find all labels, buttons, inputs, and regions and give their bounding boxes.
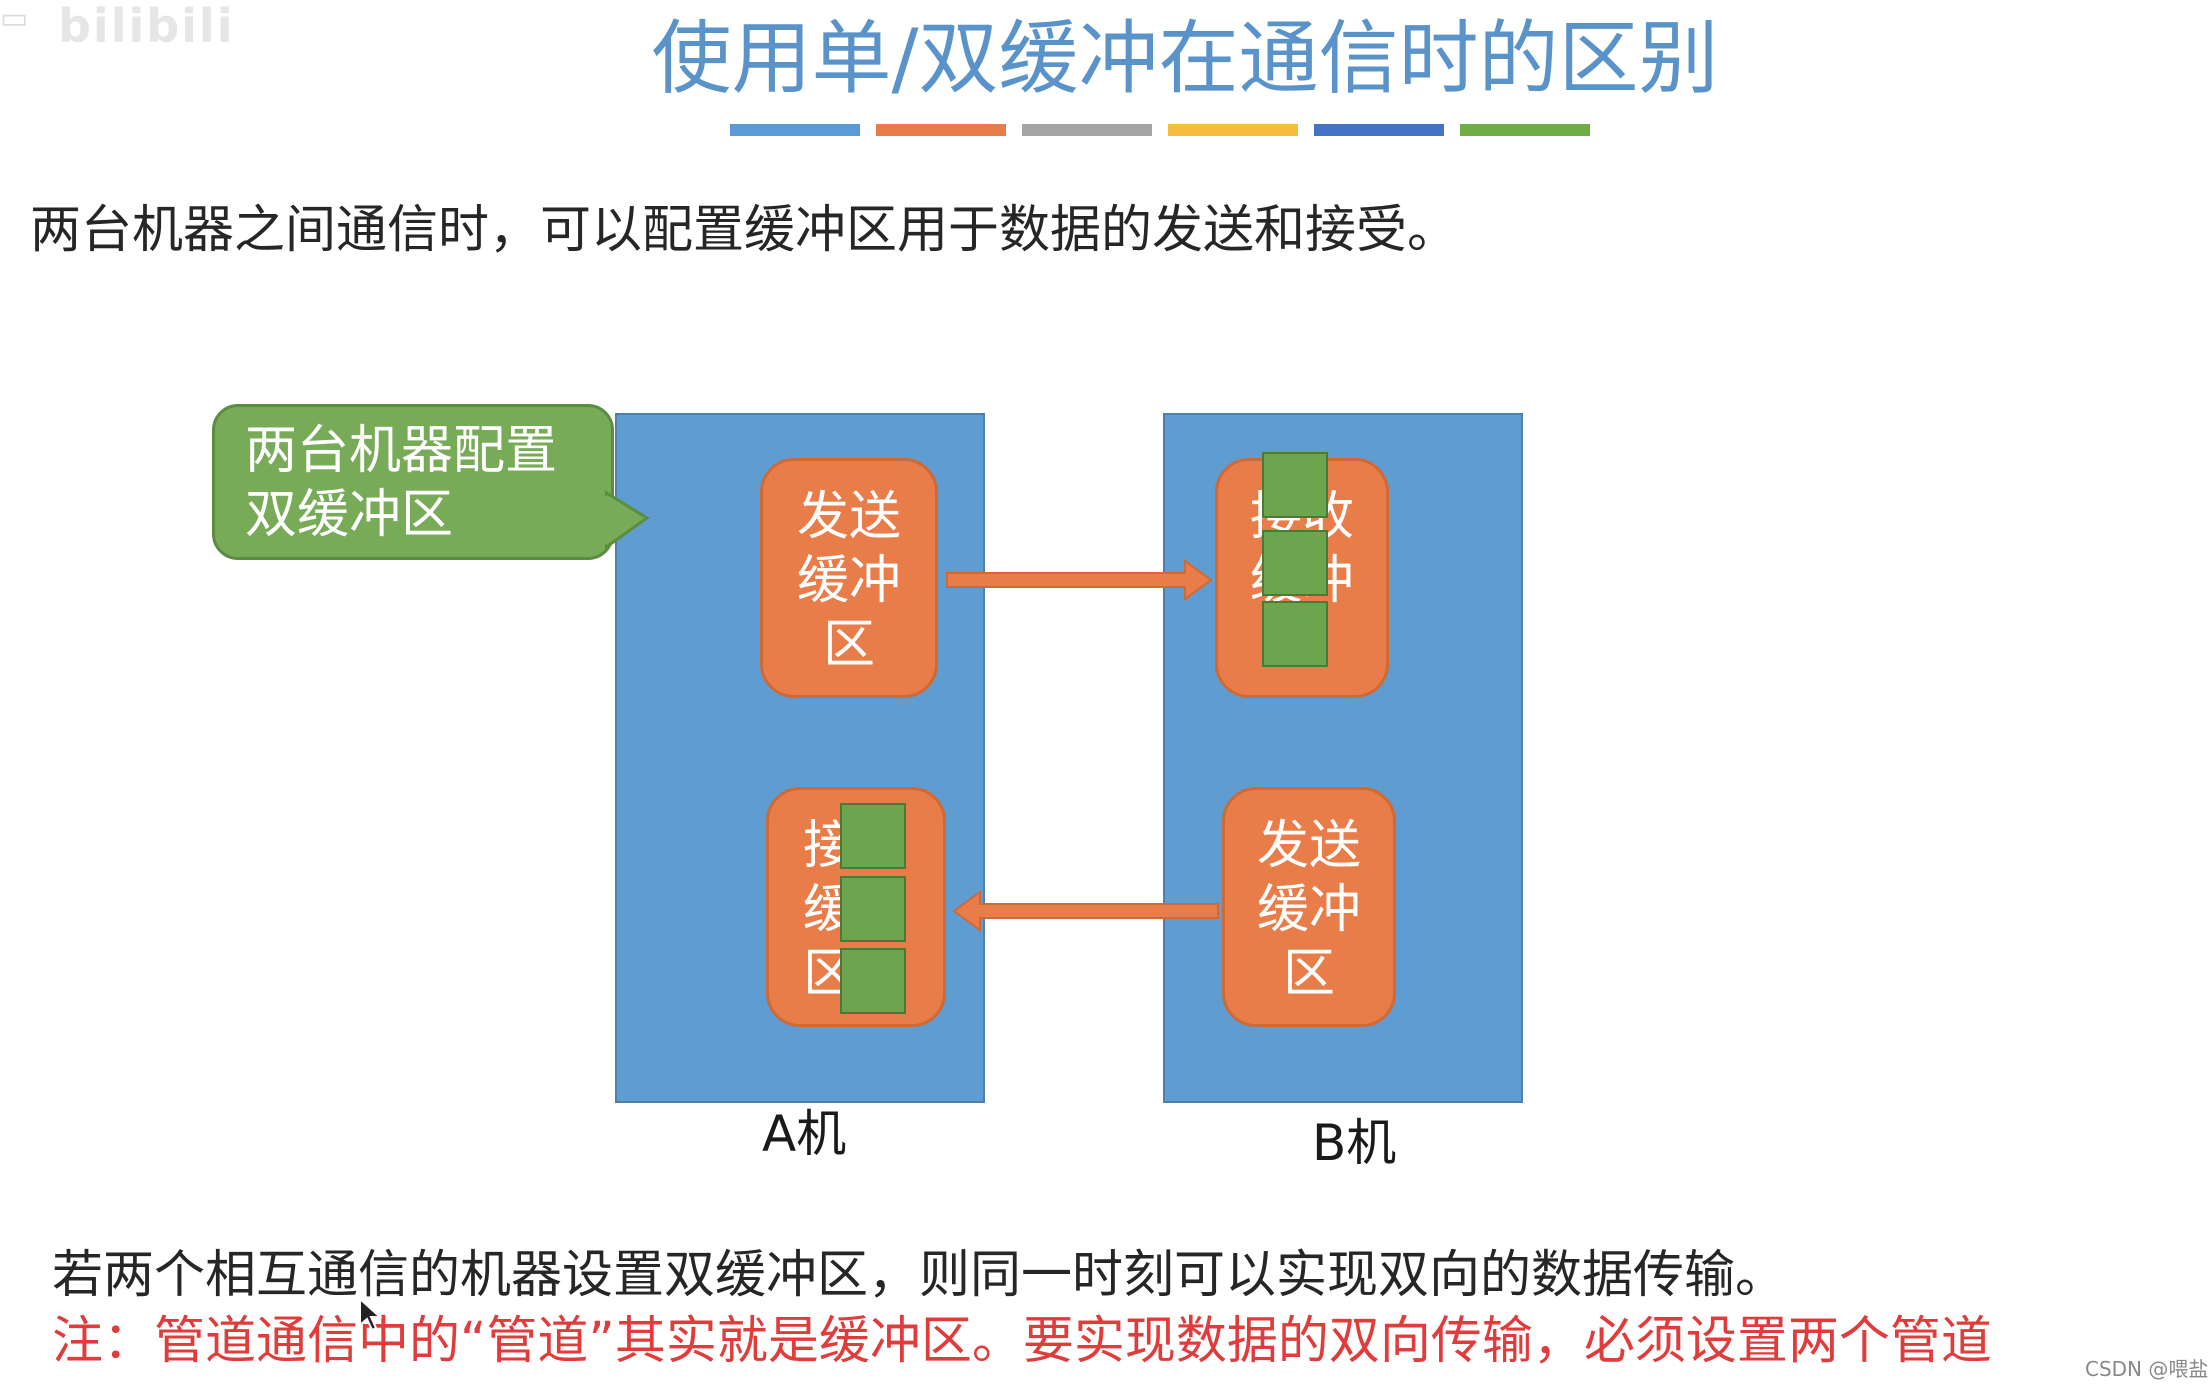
callout-text: 两台机器配置 双缓冲区 xyxy=(245,421,558,545)
bilibili-logo: bilibili xyxy=(58,0,235,53)
title-stripe-green xyxy=(1460,124,1590,136)
note-text: 注：管道通信中的“管道”其实就是缓冲区。要实现数据的双向传输，必须设置两个管道 xyxy=(52,1312,1992,1371)
title-stripe-gray xyxy=(1022,124,1152,136)
machine-b-label: B机 xyxy=(1312,1114,1397,1172)
data-block xyxy=(1262,530,1328,596)
machine-b-send-buffer-label: 发送 缓冲 区 xyxy=(1256,816,1361,1004)
callout-tail xyxy=(605,490,650,550)
title-stripe-blue xyxy=(730,124,860,136)
data-block xyxy=(840,803,906,869)
data-block xyxy=(1262,452,1328,518)
summary-text: 若两个相互通信的机器设置双缓冲区，则同一时刻可以实现双向的数据传输。 xyxy=(52,1246,1787,1305)
title-stripe-yellow xyxy=(1168,124,1298,136)
data-block xyxy=(1262,601,1328,667)
title-stripe-darkblue xyxy=(1314,124,1444,136)
intro-text: 两台机器之间通信时，可以配置缓冲区用于数据的发送和接受。 xyxy=(30,201,1459,260)
machine-b-send-buffer: 发送 缓冲 区 xyxy=(1222,787,1396,1027)
page-title: 使用单/双缓冲在通信时的区别 xyxy=(651,12,1719,105)
data-block xyxy=(840,948,906,1014)
machine-a-send-buffer-label: 发送 缓冲 区 xyxy=(796,487,901,675)
machine-a-label: A机 xyxy=(762,1105,847,1163)
corner-mark-icon: ▭ xyxy=(0,1,29,36)
mouse-cursor-icon xyxy=(359,1297,383,1332)
arrow-b-to-a xyxy=(952,890,1219,932)
title-stripe-orange xyxy=(876,124,1006,136)
watermark: CSDN @喂盐 xyxy=(2085,1357,2209,1381)
machine-a-send-buffer: 发送 缓冲 区 xyxy=(760,458,938,698)
callout-bubble: 两台机器配置 双缓冲区 xyxy=(212,404,614,560)
data-block xyxy=(840,876,906,942)
arrow-a-to-b xyxy=(946,559,1213,601)
